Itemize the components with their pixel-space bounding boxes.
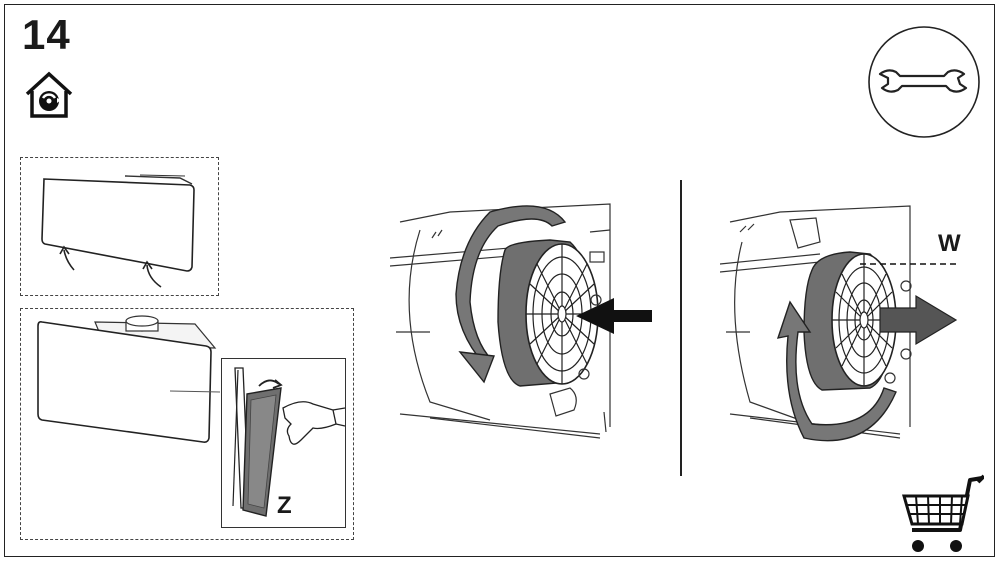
push-arrow — [576, 298, 652, 334]
diagram-frame — [4, 4, 995, 557]
hood-lift-illustration — [41, 174, 195, 288]
step-number: 14 — [22, 11, 71, 58]
grease-filter-detail — [232, 367, 346, 517]
shopping-cart-icon — [902, 474, 984, 552]
hood-body-illustration — [37, 315, 221, 443]
wrench-icon — [868, 26, 980, 138]
lift-arrow-right — [146, 264, 162, 288]
recirculation-house-icon — [25, 71, 73, 118]
pull-arrow — [879, 294, 958, 346]
carbon-filter-gray — [497, 239, 599, 387]
panel-open-hood — [20, 157, 219, 296]
filter-tab-label: Z — [277, 492, 292, 519]
rotation-arrow-up — [776, 300, 897, 442]
filter-installation-illustration — [720, 205, 960, 442]
filter-removal-illustration — [390, 203, 652, 439]
lift-arrow-left — [63, 249, 75, 271]
step-divider — [680, 180, 682, 476]
filter-depth-label: W — [938, 230, 961, 257]
panel-open-filter — [20, 308, 354, 540]
rotation-arrow — [455, 205, 567, 384]
carbon-filter-gray — [803, 251, 897, 391]
